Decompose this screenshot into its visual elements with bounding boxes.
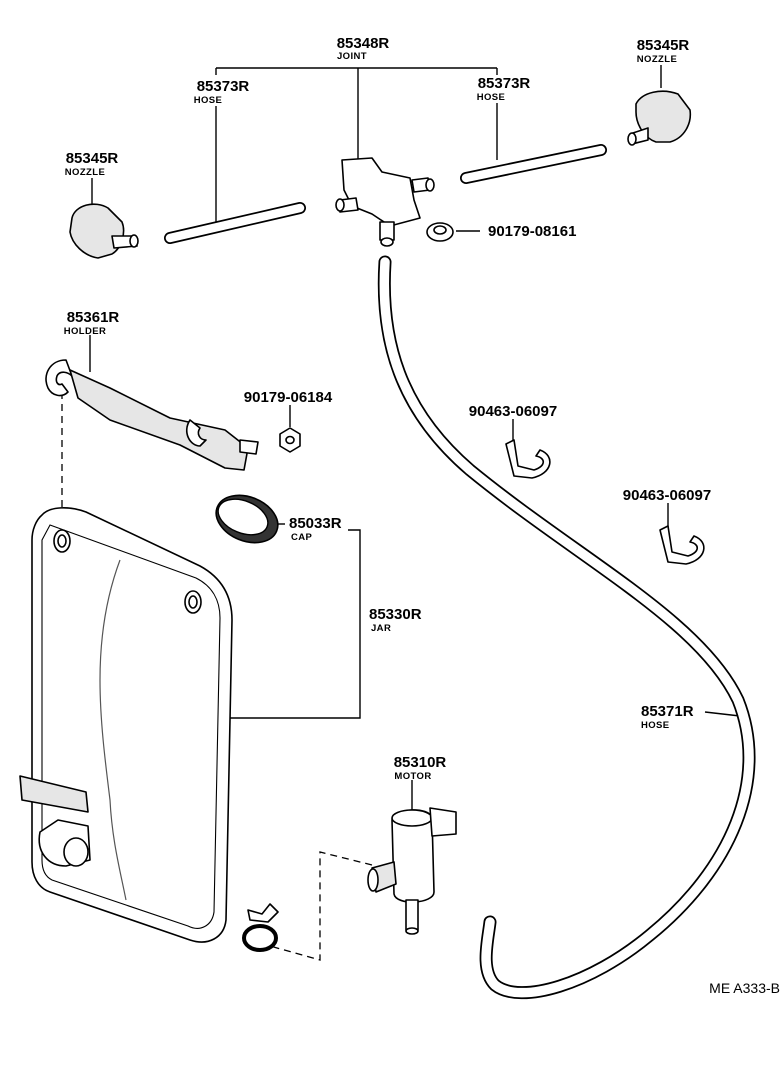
grommet-number: 90179-08161 [488,223,576,240]
motor-number: 85310R [394,754,447,771]
clamp-upper-number: 90463-06097 [469,403,557,420]
diagram-code: ME A333-B [709,980,780,996]
hose-left-number: 85373R [197,78,250,95]
grommet-shape [426,222,454,242]
motor-shape [367,807,457,935]
hose-right-name: HOSE [477,92,506,103]
motor-name: MOTOR [394,771,431,782]
hose-long-name: HOSE [641,720,670,731]
labels: 85348R JOINT 85373R HOSE 85373R HOSE 853… [64,35,780,996]
hose-left-name: HOSE [194,95,223,106]
holder-name: HOLDER [64,326,107,337]
nozzle-left-shape [69,203,139,259]
clamp-lower-number: 90463-06097 [623,487,711,504]
holder-number: 85361R [67,309,120,326]
cap-number: 85033R [289,515,342,532]
nozzle-left-number: 85345R [66,150,119,167]
joint-name: JOINT [337,51,367,62]
hose-right-number: 85373R [478,75,531,92]
cap-shape [215,494,279,544]
jar-number: 85330R [369,606,422,623]
joint-number: 85348R [337,35,390,52]
hose-long-number: 85371R [641,703,694,720]
jar-shape [19,507,233,943]
short-hose-right [460,144,607,184]
nozzle-right-shape [627,90,692,146]
hose-clip-shape [242,903,279,952]
holder-shape [45,359,259,471]
jar-name: JAR [371,623,391,634]
clamp-lower-shape [659,525,705,565]
short-hose-left [164,202,306,244]
nozzle-right-name: NOZZLE [637,54,677,65]
joint-shape [335,157,435,247]
assembly-lines [61,392,373,961]
long-hose [377,255,756,1000]
clamp-upper-shape [505,439,551,479]
cap-name: CAP [291,532,313,543]
nut-number: 90179-06184 [244,389,333,406]
nozzle-left-name: NOZZLE [65,167,105,178]
nozzle-right-number: 85345R [637,37,690,54]
nut-shape [279,427,301,453]
